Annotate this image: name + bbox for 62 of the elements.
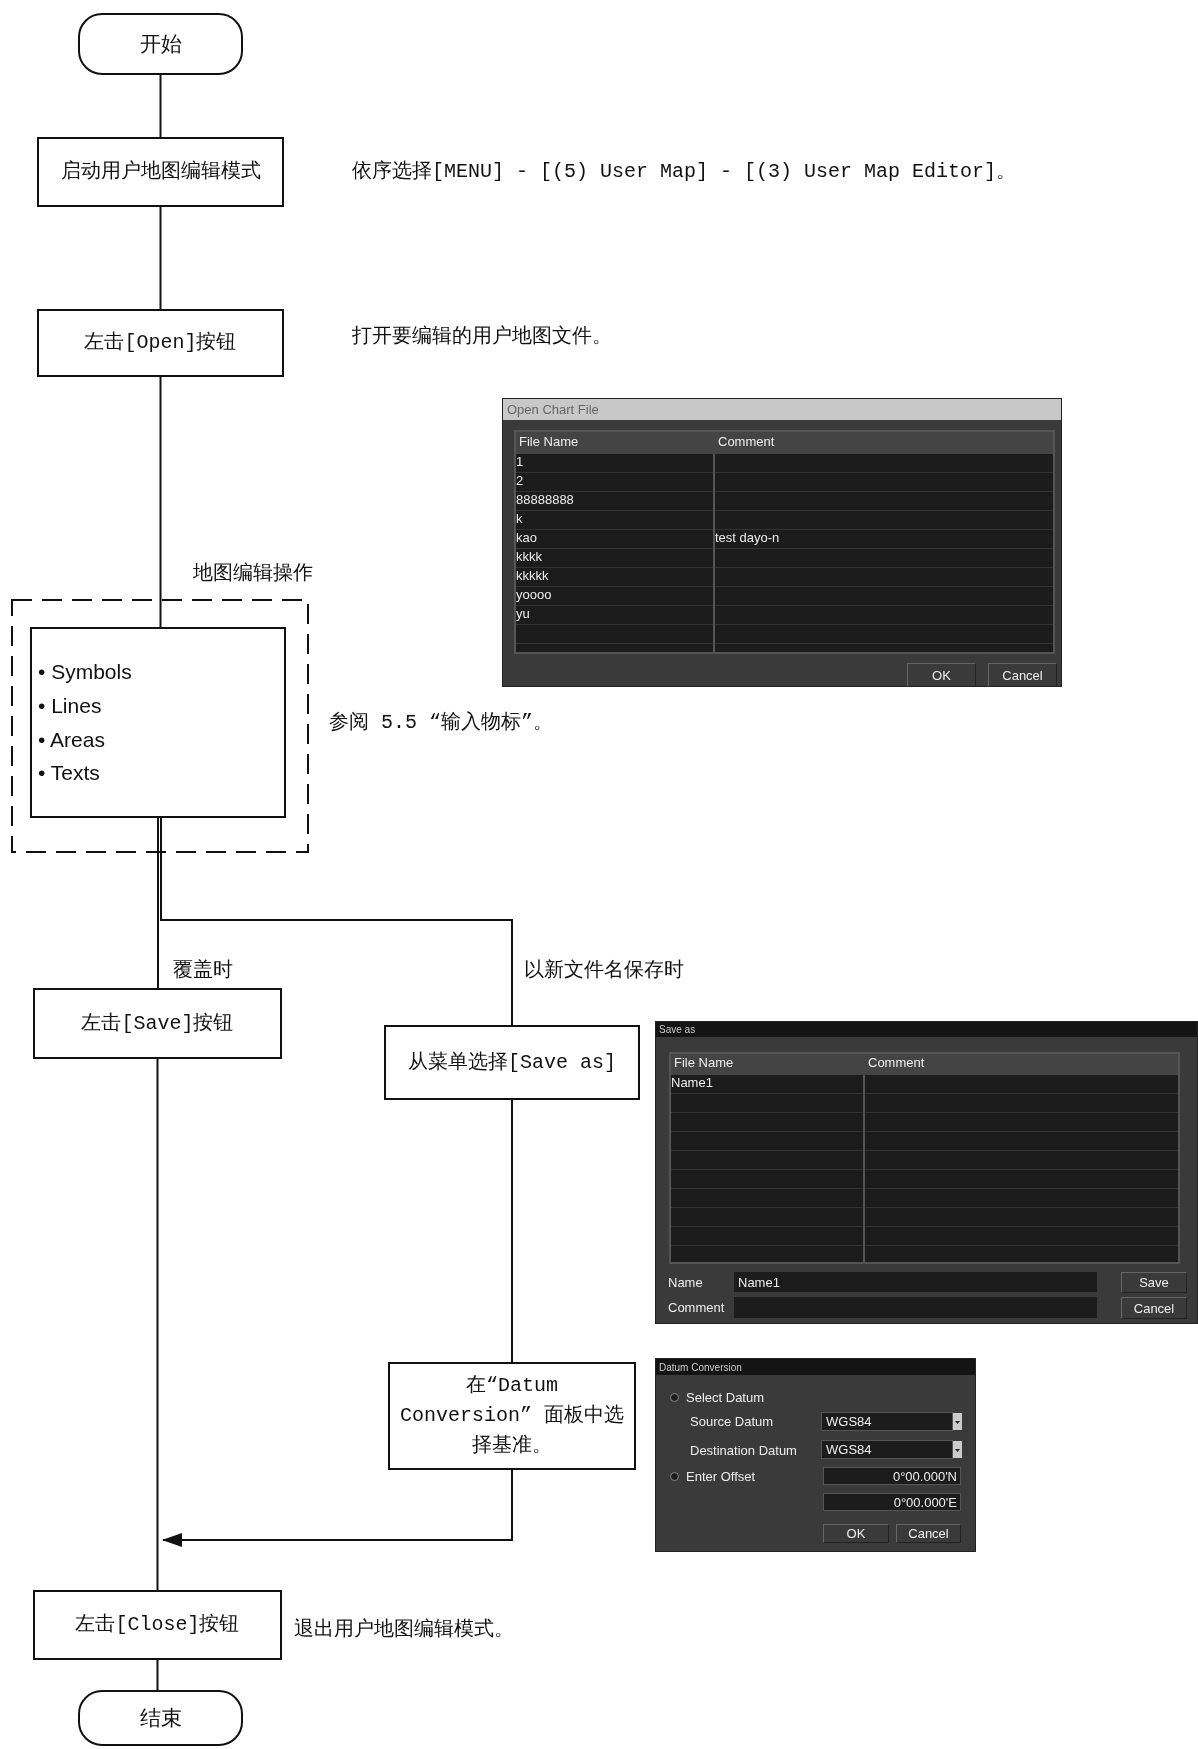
table-cell-text: k (516, 510, 524, 528)
table-cell-text: test dayo-n (715, 529, 781, 547)
dialog-button: Cancel (896, 1524, 961, 1543)
dialog-button: Cancel (988, 663, 1057, 687)
table-cell-text: kao (516, 529, 538, 547)
terminal-box: 结束 (78, 1690, 243, 1746)
text-field: Name1 (734, 1272, 1097, 1292)
table-cell-text: yu (516, 605, 531, 623)
list-item: • Texts (38, 760, 100, 787)
table-cell-text: 88888888 (516, 491, 575, 509)
process-box: 在“Datum Conversion” 面板中选择基准。 (388, 1362, 636, 1470)
field-label: Destination Datum (690, 1441, 798, 1460)
dialog-button: OK (907, 663, 976, 687)
column-header: Comment (717, 432, 776, 451)
connector-line (160, 817, 513, 1026)
dialog-button: OK (823, 1524, 889, 1543)
text-field: 0°00.000'N (823, 1467, 961, 1485)
dialog-title-bar: Save as (656, 1022, 1197, 1037)
process-box: 启动用户地图编辑模式 (37, 137, 284, 207)
field-label: Name (668, 1273, 704, 1292)
annotation-text: 依序选择[MENU] - [(5) User Map] - [(3) User Map Editor]。 (352, 159, 1017, 184)
connector-line (159, 376, 162, 628)
annotation-text: 覆盖时 (173, 958, 233, 983)
list-item: • Lines (38, 692, 102, 719)
dialog-button: Save (1121, 1272, 1187, 1293)
list-box (30, 627, 286, 818)
annotation-text: 参阅 5.5 “输入物标”。 (329, 710, 553, 735)
annotation-text: 打开要编辑的用户地图文件。 (352, 324, 612, 349)
field-label: Source Datum (690, 1412, 775, 1431)
column-header: Comment (867, 1054, 926, 1072)
list-item: • Symbols (38, 659, 132, 686)
terminal-box: 开始 (78, 13, 243, 75)
arrow (162, 1469, 513, 1547)
process-box: 从菜单选择[Save as] (384, 1025, 640, 1100)
table-cell-text: Name1 (671, 1074, 714, 1092)
column-header: File Name (518, 432, 580, 451)
dialog-title-bar: Open Chart File (503, 399, 1061, 420)
table-cell-text: 1 (516, 453, 525, 471)
connector-line (157, 817, 159, 989)
field-label: Comment (668, 1299, 726, 1317)
dialog-title-bar: Datum Conversion (656, 1359, 975, 1375)
process-box: 左击[Save]按钮 (33, 988, 282, 1059)
radio-option-label: Select Datum (686, 1387, 796, 1407)
radio-option-label: Enter Offset (686, 1466, 796, 1486)
text-field: 0°00.000'E (823, 1493, 961, 1511)
process-box: 左击[Close]按钮 (33, 1590, 282, 1660)
table-cell-text: yoooo (516, 586, 553, 604)
connector-line (156, 1058, 159, 1591)
table-cell-text: kkkkk (516, 567, 550, 585)
annotation-text: 以新文件名保存时 (524, 958, 684, 983)
connector-line (159, 74, 162, 138)
list-item: • Areas (38, 726, 105, 753)
table-cell-text: kkkk (516, 548, 543, 566)
column-header: File Name (673, 1054, 735, 1072)
dialog-button: Cancel (1121, 1297, 1187, 1319)
connector-line (156, 1659, 159, 1691)
process-box: 左击[Open]按钮 (37, 309, 284, 377)
group-heading: 地图编辑操作 (193, 561, 313, 586)
connector-line (511, 1099, 513, 1363)
connector-line (159, 206, 162, 310)
annotation-text: 退出用户地图编辑模式。 (294, 1617, 514, 1642)
table-cell-text: 2 (516, 472, 525, 490)
